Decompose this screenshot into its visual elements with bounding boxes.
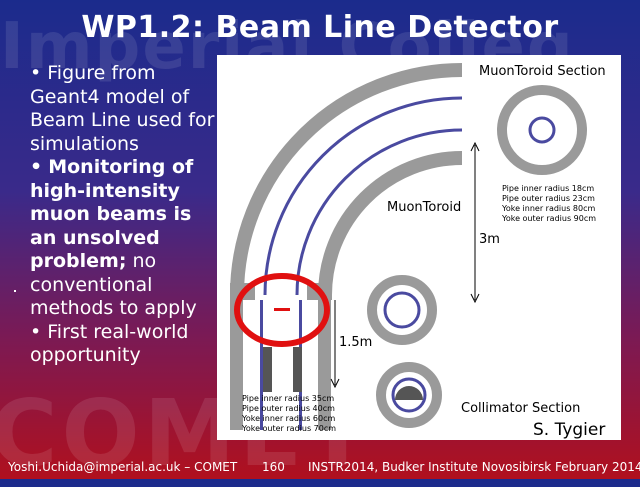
footer: Yoshi.Uchida@imperial.ac.uk – COMET 160 … xyxy=(0,458,640,479)
inner-yoke-arc xyxy=(318,151,463,296)
slide-title: WP1.2: Beam Line Detector xyxy=(81,10,559,45)
toroid-section-yoke xyxy=(497,85,587,175)
toroid-spec-3: Yoke inner radius 80cm xyxy=(501,204,596,213)
footer-email: Yoshi.Uchida@imperial.ac.uk – COMET xyxy=(8,460,238,474)
outer-pipe-arc xyxy=(263,96,463,296)
detector-mark xyxy=(274,308,290,311)
collimator-spec-3: Yoke inner radius 60cm xyxy=(241,414,336,423)
collimator-spec-1: Pipe inner radius 35cm xyxy=(242,394,334,403)
bullet-text: First real-world opportunity xyxy=(30,320,189,367)
collimator-yoke-left xyxy=(230,300,243,430)
arrow-1-5m-head-bottom xyxy=(330,378,340,389)
beam-line-figure: MuonToroid Section MuonToroid Collimator… xyxy=(217,55,621,440)
bullet-item-2: • Monitoring of high-intensity muon beam… xyxy=(30,156,220,321)
bullet-list: • Figure from Geant4 model of Beam Line … xyxy=(30,62,220,368)
inner-pipe-arc xyxy=(295,128,463,296)
toroid-spec-2: Pipe outer radius 23cm xyxy=(502,194,595,203)
collimator-section-pipe xyxy=(391,377,427,413)
muon-toroid-section-label: MuonToroid Section xyxy=(479,64,606,79)
bullet-text: Figure from Geant4 model of Beam Line us… xyxy=(30,62,215,155)
dimension-1-5m-label: 1.5m xyxy=(339,335,372,350)
middle-section-yoke xyxy=(367,275,437,345)
collimator-spec-2: Pipe outer radius 40cm xyxy=(242,404,335,413)
footer-event: INSTR2014, Budker Institute Novosibirsk … xyxy=(308,460,640,474)
bullet-item-3: • First real-world opportunity xyxy=(30,321,220,368)
stray-dot xyxy=(14,290,16,292)
collimator-section-yoke xyxy=(376,362,442,428)
collimator-yoke-right xyxy=(318,300,331,430)
bullet-item-1: • Figure from Geant4 model of Beam Line … xyxy=(30,62,220,156)
toroid-spec-1: Pipe inner radius 18cm xyxy=(502,184,594,193)
outer-yoke-arc xyxy=(230,63,463,296)
bullet-marker: • xyxy=(30,62,42,84)
collimator-spec-4: Yoke outer radius 70cm xyxy=(241,424,336,433)
muon-toroid-label: MuonToroid xyxy=(387,200,461,215)
beam-line-diagram: MuonToroid Section MuonToroid Collimator… xyxy=(230,63,606,440)
collimator-section-label: Collimator Section xyxy=(461,401,580,416)
bullet-marker: • xyxy=(30,320,42,343)
author-label: S. Tygier xyxy=(533,420,605,440)
collimator-block-right xyxy=(293,347,302,392)
bullet-marker: • xyxy=(30,156,43,178)
dimension-3m-label: 3m xyxy=(479,232,500,247)
middle-section-pipe xyxy=(383,291,421,329)
highlight-ellipse xyxy=(234,273,330,347)
outer-pipe-arc-inner xyxy=(268,101,463,296)
toroid-spec-4: Yoke outer radius 90cm xyxy=(501,214,596,223)
collimator-block-left xyxy=(263,347,272,392)
arrow-3m-head-top xyxy=(470,141,480,152)
collimator-section-block xyxy=(395,386,423,400)
collimator-pipe-left xyxy=(260,300,263,430)
bullet-text: no conventional methods to apply xyxy=(30,250,197,319)
footer-page-number: 160 xyxy=(262,460,285,474)
arrow-3m-head-bottom xyxy=(470,293,480,304)
bullet-bold-text: Monitoring of high-intensity muon beams … xyxy=(30,156,194,272)
toroid-section-pipe xyxy=(528,116,556,144)
